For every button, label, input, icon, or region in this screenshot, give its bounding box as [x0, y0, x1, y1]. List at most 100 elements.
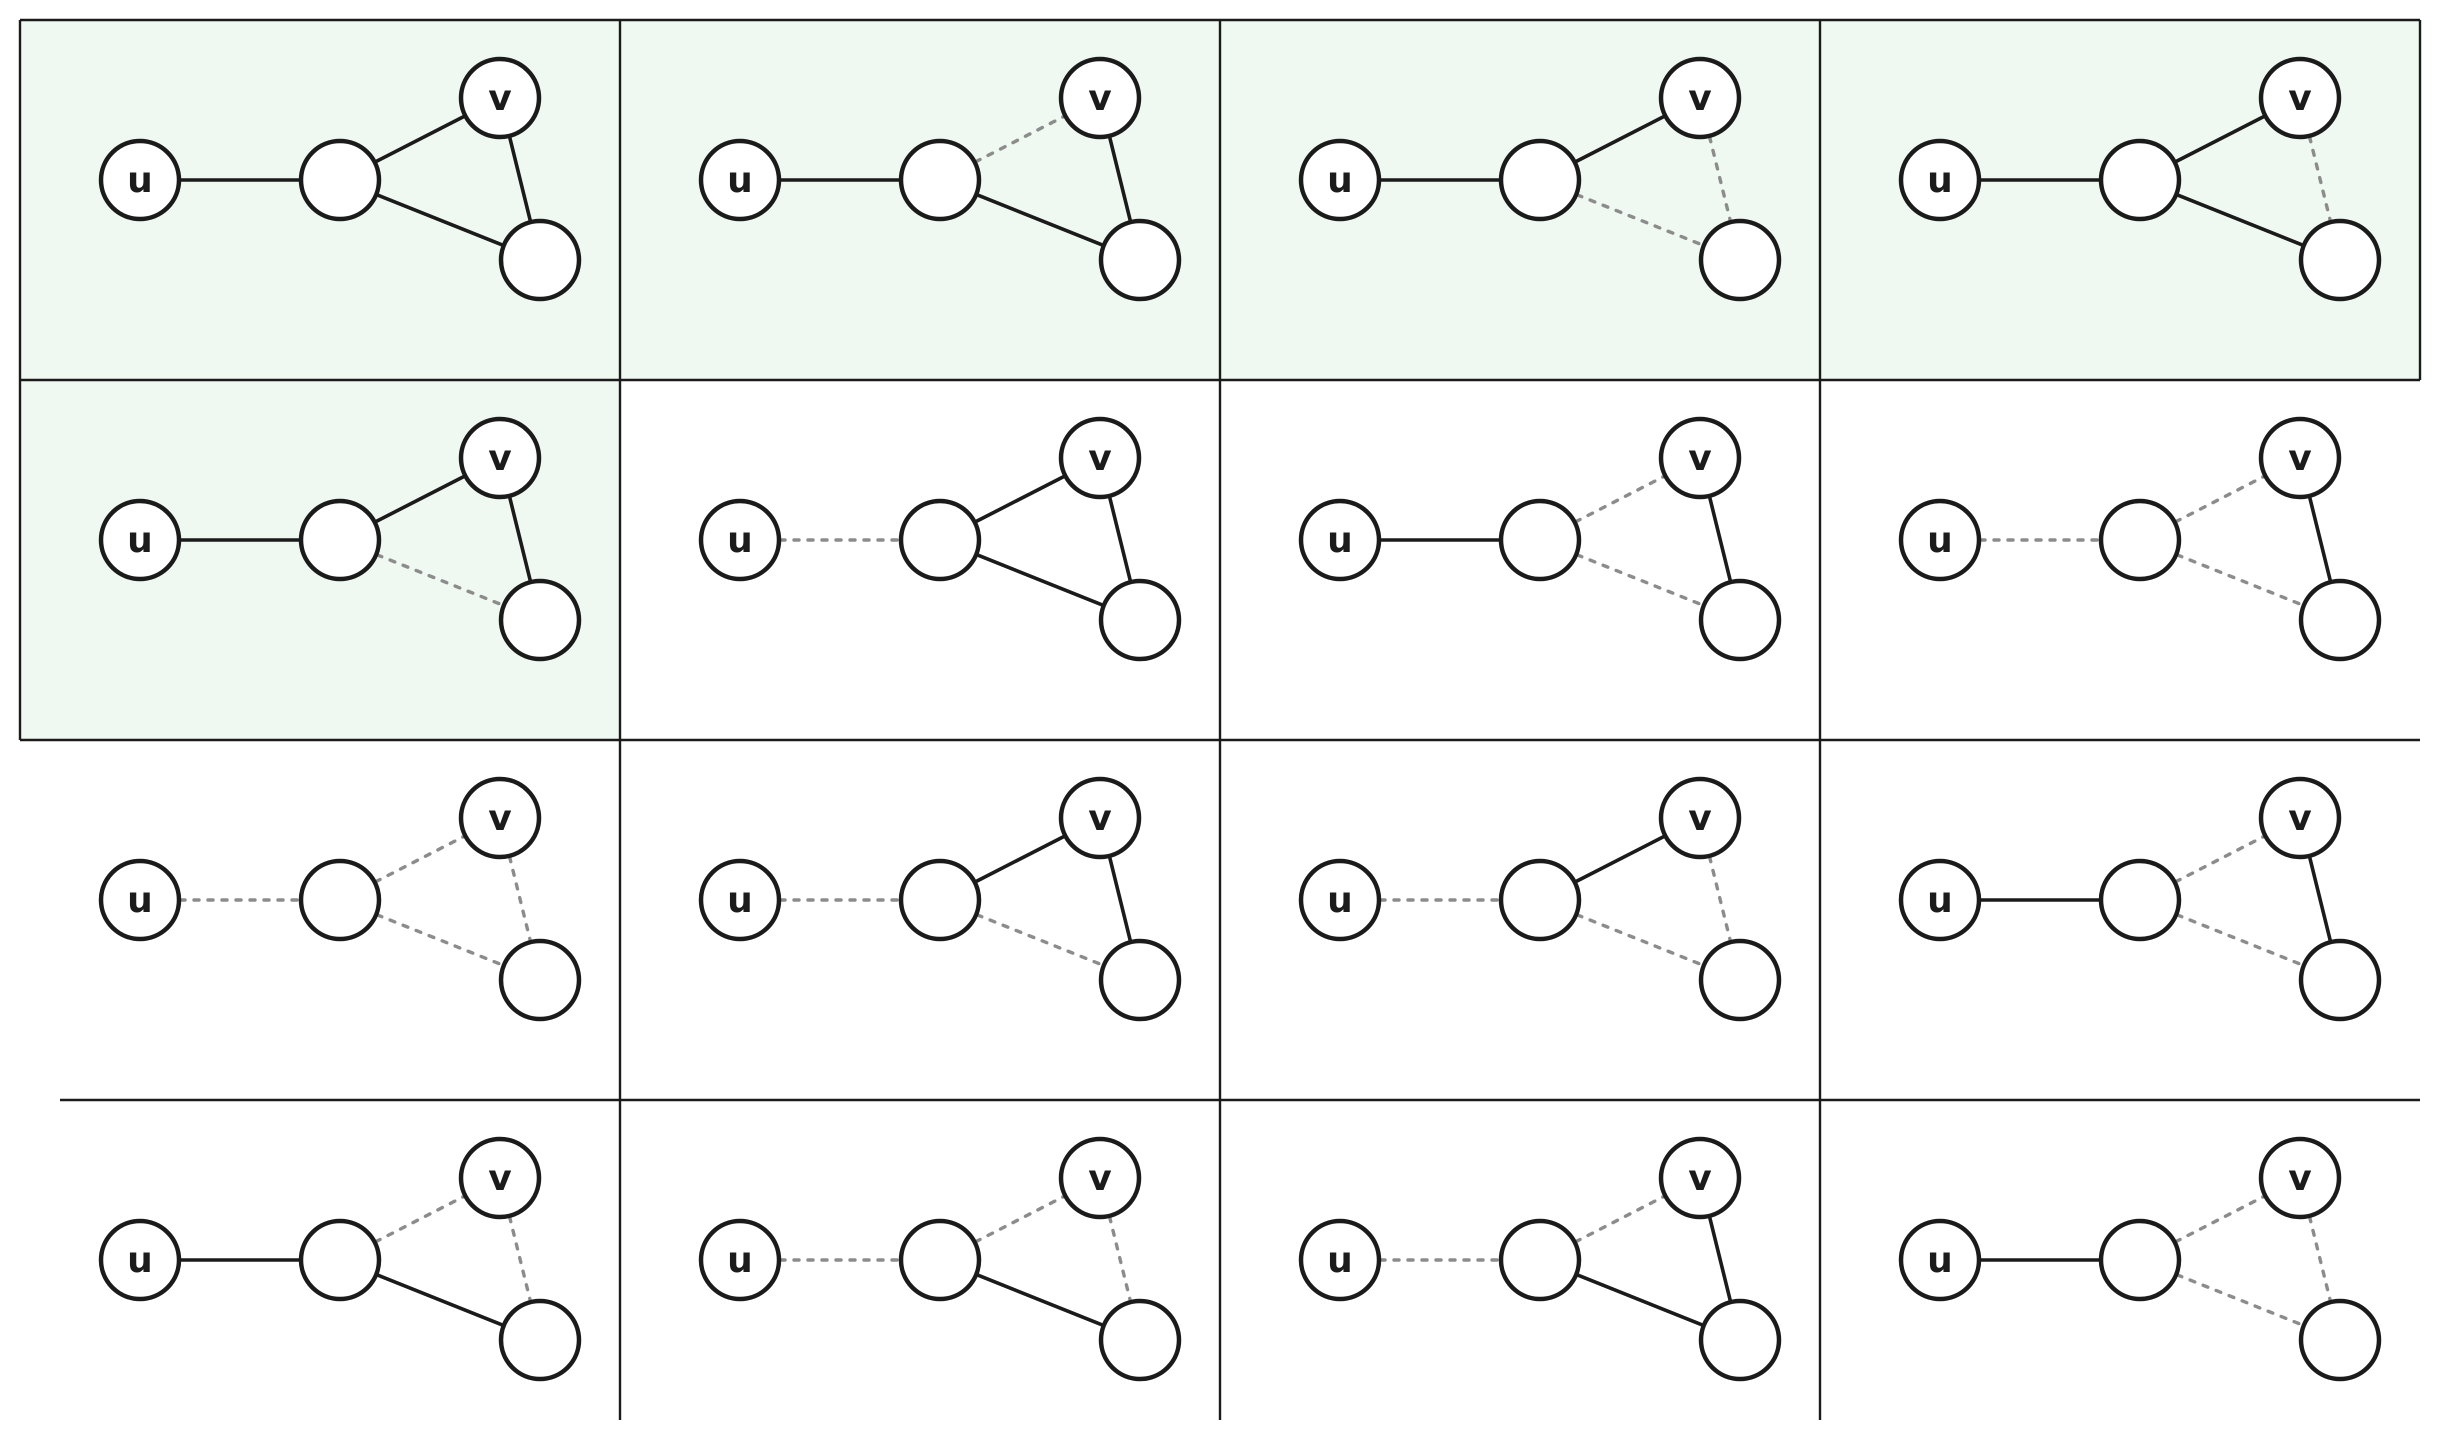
node-c-cell-10 [898, 858, 982, 942]
node-w-cell-16 [2298, 1298, 2382, 1382]
edge-c-w-dashed-cell-5 [375, 553, 505, 607]
edge-c-v-dashed-cell-15 [1573, 1194, 1667, 1244]
node-v-cell-7 [1658, 416, 1742, 500]
node-u-cell-13 [98, 1218, 182, 1302]
node-w-cell-12 [2298, 938, 2382, 1022]
node-v-cell-3 [1658, 56, 1742, 140]
node-c-cell-15 [1498, 1218, 1582, 1302]
node-v-cell-1 [458, 56, 542, 140]
node-v-label: v [488, 438, 511, 479]
edge-c-v-solid-cell-1 [373, 114, 467, 164]
node-u-cell-8 [1898, 498, 1982, 582]
edge-v-w-dashed-cell-3 [1707, 135, 1733, 223]
node-v-cell-8 [2258, 416, 2342, 500]
edge-c-w-solid-cell-2 [975, 193, 1105, 247]
edge-c-v-dashed-cell-7 [1573, 474, 1667, 524]
edge-c-v-solid-cell-11 [1573, 834, 1667, 884]
node-v-label: v [488, 798, 511, 839]
graph-edges [178, 114, 2333, 1327]
node-v-cell-10 [1058, 776, 1142, 860]
edge-c-w-dashed-cell-10 [975, 913, 1105, 967]
edge-c-w-solid-cell-4 [2175, 193, 2305, 247]
node-c-cell-1 [298, 138, 382, 222]
node-v-label: v [2288, 798, 2311, 839]
edge-v-w-dashed-cell-11 [1707, 855, 1733, 943]
node-c-cell-5 [298, 498, 382, 582]
node-c-cell-11 [1498, 858, 1582, 942]
node-v-label: v [2288, 78, 2311, 119]
edge-c-v-solid-cell-4 [2173, 114, 2267, 164]
node-v-label: v [1688, 78, 1711, 119]
node-c-cell-6 [898, 498, 982, 582]
edge-c-w-dashed-cell-16 [2175, 1273, 2305, 1327]
node-u-label: u [1327, 160, 1353, 201]
edge-c-v-dashed-cell-13 [373, 1194, 467, 1244]
edge-c-v-dashed-cell-2 [973, 114, 1067, 164]
node-v-label: v [2288, 1158, 2311, 1199]
node-c-cell-14 [898, 1218, 982, 1302]
node-v-label: v [1688, 1158, 1711, 1199]
node-v-label: v [2288, 438, 2311, 479]
node-u-cell-14 [698, 1218, 782, 1302]
edge-c-w-solid-cell-15 [1575, 1273, 1705, 1327]
edge-v-w-solid-cell-5 [507, 495, 533, 583]
edge-c-w-dashed-cell-8 [2175, 553, 2305, 607]
edge-v-w-dashed-cell-4 [2307, 135, 2333, 223]
edge-c-w-dashed-cell-9 [375, 913, 505, 967]
node-v-cell-6 [1058, 416, 1142, 500]
node-u-label: u [1927, 880, 1953, 921]
node-u-label: u [1327, 1240, 1353, 1281]
node-v-label: v [1688, 798, 1711, 839]
node-w-cell-9 [498, 938, 582, 1022]
node-u-cell-3 [1298, 138, 1382, 222]
edge-v-w-solid-cell-10 [1107, 855, 1133, 943]
edge-v-w-dashed-cell-16 [2307, 1215, 2333, 1303]
node-c-cell-12 [2098, 858, 2182, 942]
edge-v-w-dashed-cell-9 [507, 855, 533, 943]
node-u-label: u [727, 880, 753, 921]
node-u-label: u [1927, 1240, 1953, 1281]
node-v-label: v [1088, 78, 1111, 119]
node-v-cell-2 [1058, 56, 1142, 140]
node-u-label: u [727, 1240, 753, 1281]
node-w-cell-7 [1698, 578, 1782, 662]
node-u-label: u [1927, 160, 1953, 201]
edge-v-w-solid-cell-15 [1707, 1215, 1733, 1303]
node-w-cell-4 [2298, 218, 2382, 302]
edge-v-w-dashed-cell-13 [507, 1215, 533, 1303]
edge-c-v-solid-cell-10 [973, 834, 1067, 884]
node-v-label: v [488, 78, 511, 119]
node-v-cell-4 [2258, 56, 2342, 140]
edge-c-w-dashed-cell-11 [1575, 913, 1705, 967]
edge-c-w-solid-cell-14 [975, 1273, 1105, 1327]
edge-c-v-dashed-cell-12 [2173, 834, 2267, 884]
node-u-label: u [127, 1240, 153, 1281]
node-u-label: u [1327, 520, 1353, 561]
grid-lines [18, 18, 2422, 1420]
node-u-cell-10 [698, 858, 782, 942]
node-c-cell-3 [1498, 138, 1582, 222]
node-w-cell-6 [1098, 578, 1182, 662]
node-v-cell-9 [458, 776, 542, 860]
node-v-label: v [1088, 1158, 1111, 1199]
node-u-cell-7 [1298, 498, 1382, 582]
node-v-cell-13 [458, 1136, 542, 1220]
edge-c-w-dashed-cell-12 [2175, 913, 2305, 967]
node-u-cell-9 [98, 858, 182, 942]
node-u-cell-5 [98, 498, 182, 582]
edge-c-v-solid-cell-3 [1573, 114, 1667, 164]
edge-v-w-solid-cell-2 [1107, 135, 1133, 223]
node-v-cell-5 [458, 416, 542, 500]
edge-v-w-solid-cell-12 [2307, 855, 2333, 943]
node-w-cell-2 [1098, 218, 1182, 302]
node-c-cell-4 [2098, 138, 2182, 222]
node-v-label: v [1088, 798, 1111, 839]
node-v-label: v [1088, 438, 1111, 479]
edge-c-w-solid-cell-13 [375, 1273, 505, 1327]
edge-v-w-dashed-cell-14 [1107, 1215, 1133, 1303]
node-v-cell-12 [2258, 776, 2342, 860]
edge-c-w-solid-cell-6 [975, 553, 1105, 607]
node-w-cell-15 [1698, 1298, 1782, 1382]
